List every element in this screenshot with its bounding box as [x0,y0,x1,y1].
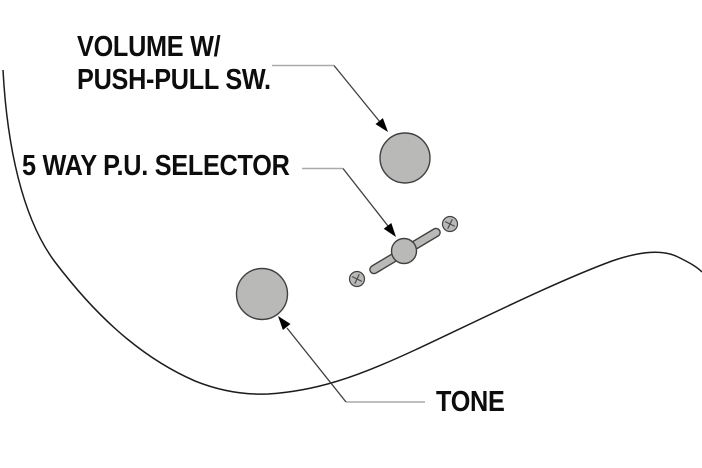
tone-leader-diagonal [286,327,347,403]
volume-leader-line [272,64,381,123]
guitar-body-outline [2,69,702,395]
volume-label-line1: VOLUME W/ [77,31,221,63]
selector-arrowhead [383,223,396,237]
selector-screw-top [441,215,459,233]
screw-cross-line [354,273,360,285]
selector-leader-diagonal [342,168,389,227]
volume-label: VOLUME W/ PUSH-PULL SW. [77,31,271,97]
volume-knob [379,132,431,184]
tone-knob [235,267,289,321]
selector-label: 5 WAY P.U. SELECTOR [22,150,290,182]
selector-screw-bottom [348,270,366,288]
volume-label-line2: PUSH-PULL SW. [77,64,271,96]
screw-cross-line [447,218,453,230]
tone-arrowhead [278,316,291,330]
selector-leader-line [302,167,389,227]
volume-leader-diagonal [333,65,381,123]
tone-leader-line [286,327,425,403]
pickup-selector-switch [348,215,459,288]
volume-arrowhead [375,118,388,132]
selector-knob [390,237,418,265]
tone-label: TONE [436,386,505,418]
